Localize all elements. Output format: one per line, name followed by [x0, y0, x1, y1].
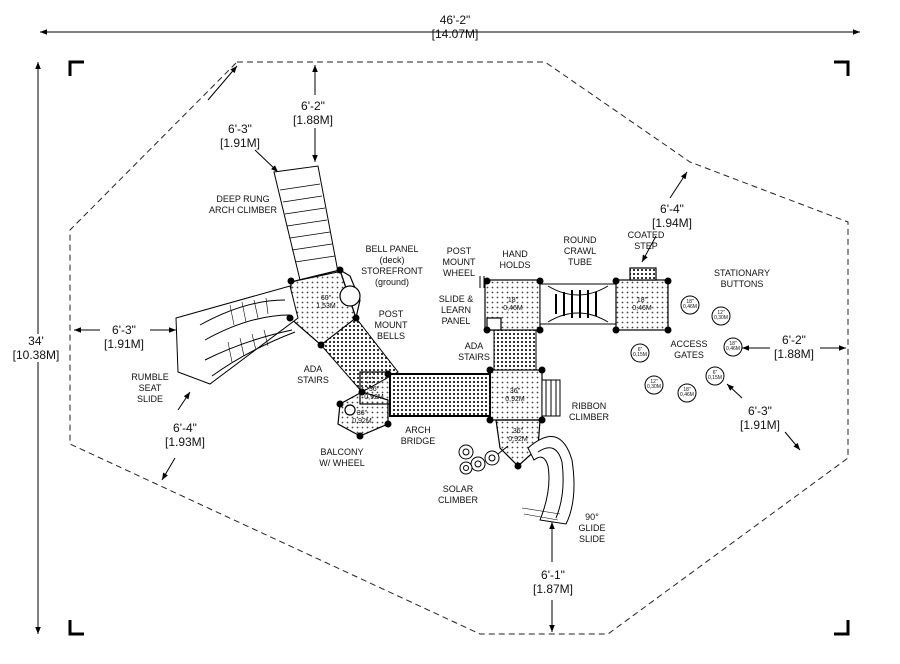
- deck-36-center-label: 36" 0,92M: [505, 388, 525, 403]
- ada-stairs-right: [493, 329, 537, 371]
- rumble-seat-slide: [175, 285, 299, 385]
- stationary-buttons: [630, 295, 743, 403]
- label-slide-learn-panel: SLIDE & LEARN PANEL: [438, 294, 474, 326]
- deck-18-left: [484, 279, 541, 331]
- label-balcony-wheel: BALCONY W/ WHEEL: [319, 447, 365, 468]
- label-ada-stairs-right: ADA STAIRS: [458, 341, 490, 362]
- deck-36-lower-label: 36" 0,92M: [508, 428, 528, 443]
- stationary-button: [680, 295, 700, 315]
- stationary-button: [644, 375, 664, 395]
- button-label: 12"0,30M: [647, 379, 661, 390]
- deck-36-balcony-label: 36" 0,92M: [352, 410, 372, 425]
- deck-18-right-label: 18" 0,46M: [632, 297, 652, 312]
- corner-brackets: [68, 60, 850, 636]
- label-rumble-seat-slide: RUMBLE SEAT SLIDE: [131, 372, 169, 404]
- deck-60-label: 60" 1,53M: [316, 295, 336, 310]
- dim-top-center: 6'-2" [1.88M]: [292, 99, 334, 127]
- label-glide-slide: 90° GLIDE SLIDE: [578, 512, 606, 544]
- dim-top-right: 6'-4" [1.94M]: [651, 202, 693, 230]
- solar-climber: [458, 444, 509, 475]
- label-hand-holds: HAND HOLDS: [499, 249, 531, 270]
- dim-right: 6'-2" [1.88M]: [773, 333, 815, 361]
- button-label: 18"0,46M: [683, 299, 697, 310]
- deep-rung-arch-climber: [273, 165, 339, 281]
- label-arch-bridge: ARCH BRIDGE: [400, 425, 436, 446]
- dim-top-left: 6'-3" [1.91M]: [219, 122, 261, 150]
- stationary-button: [630, 343, 650, 363]
- posts: [286, 266, 672, 470]
- label-post-mount-wheel: POST MOUNT WHEEL: [442, 246, 476, 278]
- label-access-gates: ACCESS GATES: [670, 339, 708, 360]
- deck-18-right: [615, 267, 669, 331]
- post-mount-wheel: [479, 276, 485, 288]
- label-ada-stairs-left: ADA STAIRS: [297, 364, 329, 385]
- label-solar-climber: SOLAR CLIMBER: [437, 484, 479, 505]
- stationary-button: [705, 366, 725, 386]
- button-label: 6"0,15M: [708, 370, 722, 381]
- deck-36-bridge-label: 36" 0,92M: [364, 386, 384, 401]
- label-coated-step: COATED STEP: [627, 230, 665, 251]
- label-deep-rung-arch-climber: DEEP RUNG ARCH CLIMBER: [208, 194, 278, 215]
- round-crawl-tube: [539, 283, 617, 325]
- overall-height-label: 34' [10.38M]: [12, 334, 60, 362]
- stationary-button: [677, 383, 697, 403]
- dim-bottom: 6'-1" [1.87M]: [532, 568, 574, 596]
- label-ribbon-climber: RIBBON CLIMBER: [568, 401, 610, 422]
- button-label: 18"0,46M: [726, 341, 740, 352]
- label-stationary-buttons: STATIONARY BUTTONS: [713, 268, 771, 289]
- dim-lower-left: 6'-4" [1.93M]: [164, 421, 206, 449]
- button-label: 6"0,15M: [633, 347, 647, 358]
- deck-60-platform: [289, 268, 361, 346]
- arch-bridge: [389, 373, 491, 417]
- ribbon-climber: [541, 379, 561, 417]
- center-deck: [489, 369, 543, 421]
- stationary-button: [711, 306, 731, 326]
- label-round-crawl-tube: ROUND CRAWL TUBE: [563, 235, 597, 267]
- dim-left: 6'-3" [1.91M]: [103, 323, 145, 351]
- glide-slide: [521, 436, 575, 525]
- label-bell-panel: BELL PANEL (deck) STOREFRONT (ground): [361, 244, 423, 287]
- stationary-button: [723, 337, 743, 357]
- deck-36-lower: [495, 419, 541, 467]
- button-label: 18"0,46M: [680, 387, 694, 398]
- clearance-arrows: [74, 65, 846, 632]
- dim-lower-right: 6'-3" [1.91M]: [739, 404, 781, 432]
- use-zone-outline: [69, 61, 849, 635]
- label-post-mount-bells: POST MOUNT BELLS: [374, 309, 408, 341]
- deck-18-left-label: 18" 0,46M: [503, 297, 523, 312]
- overall-width-label: 46'-2" [14.07M]: [431, 13, 479, 41]
- button-label: 12"0,30M: [714, 310, 728, 321]
